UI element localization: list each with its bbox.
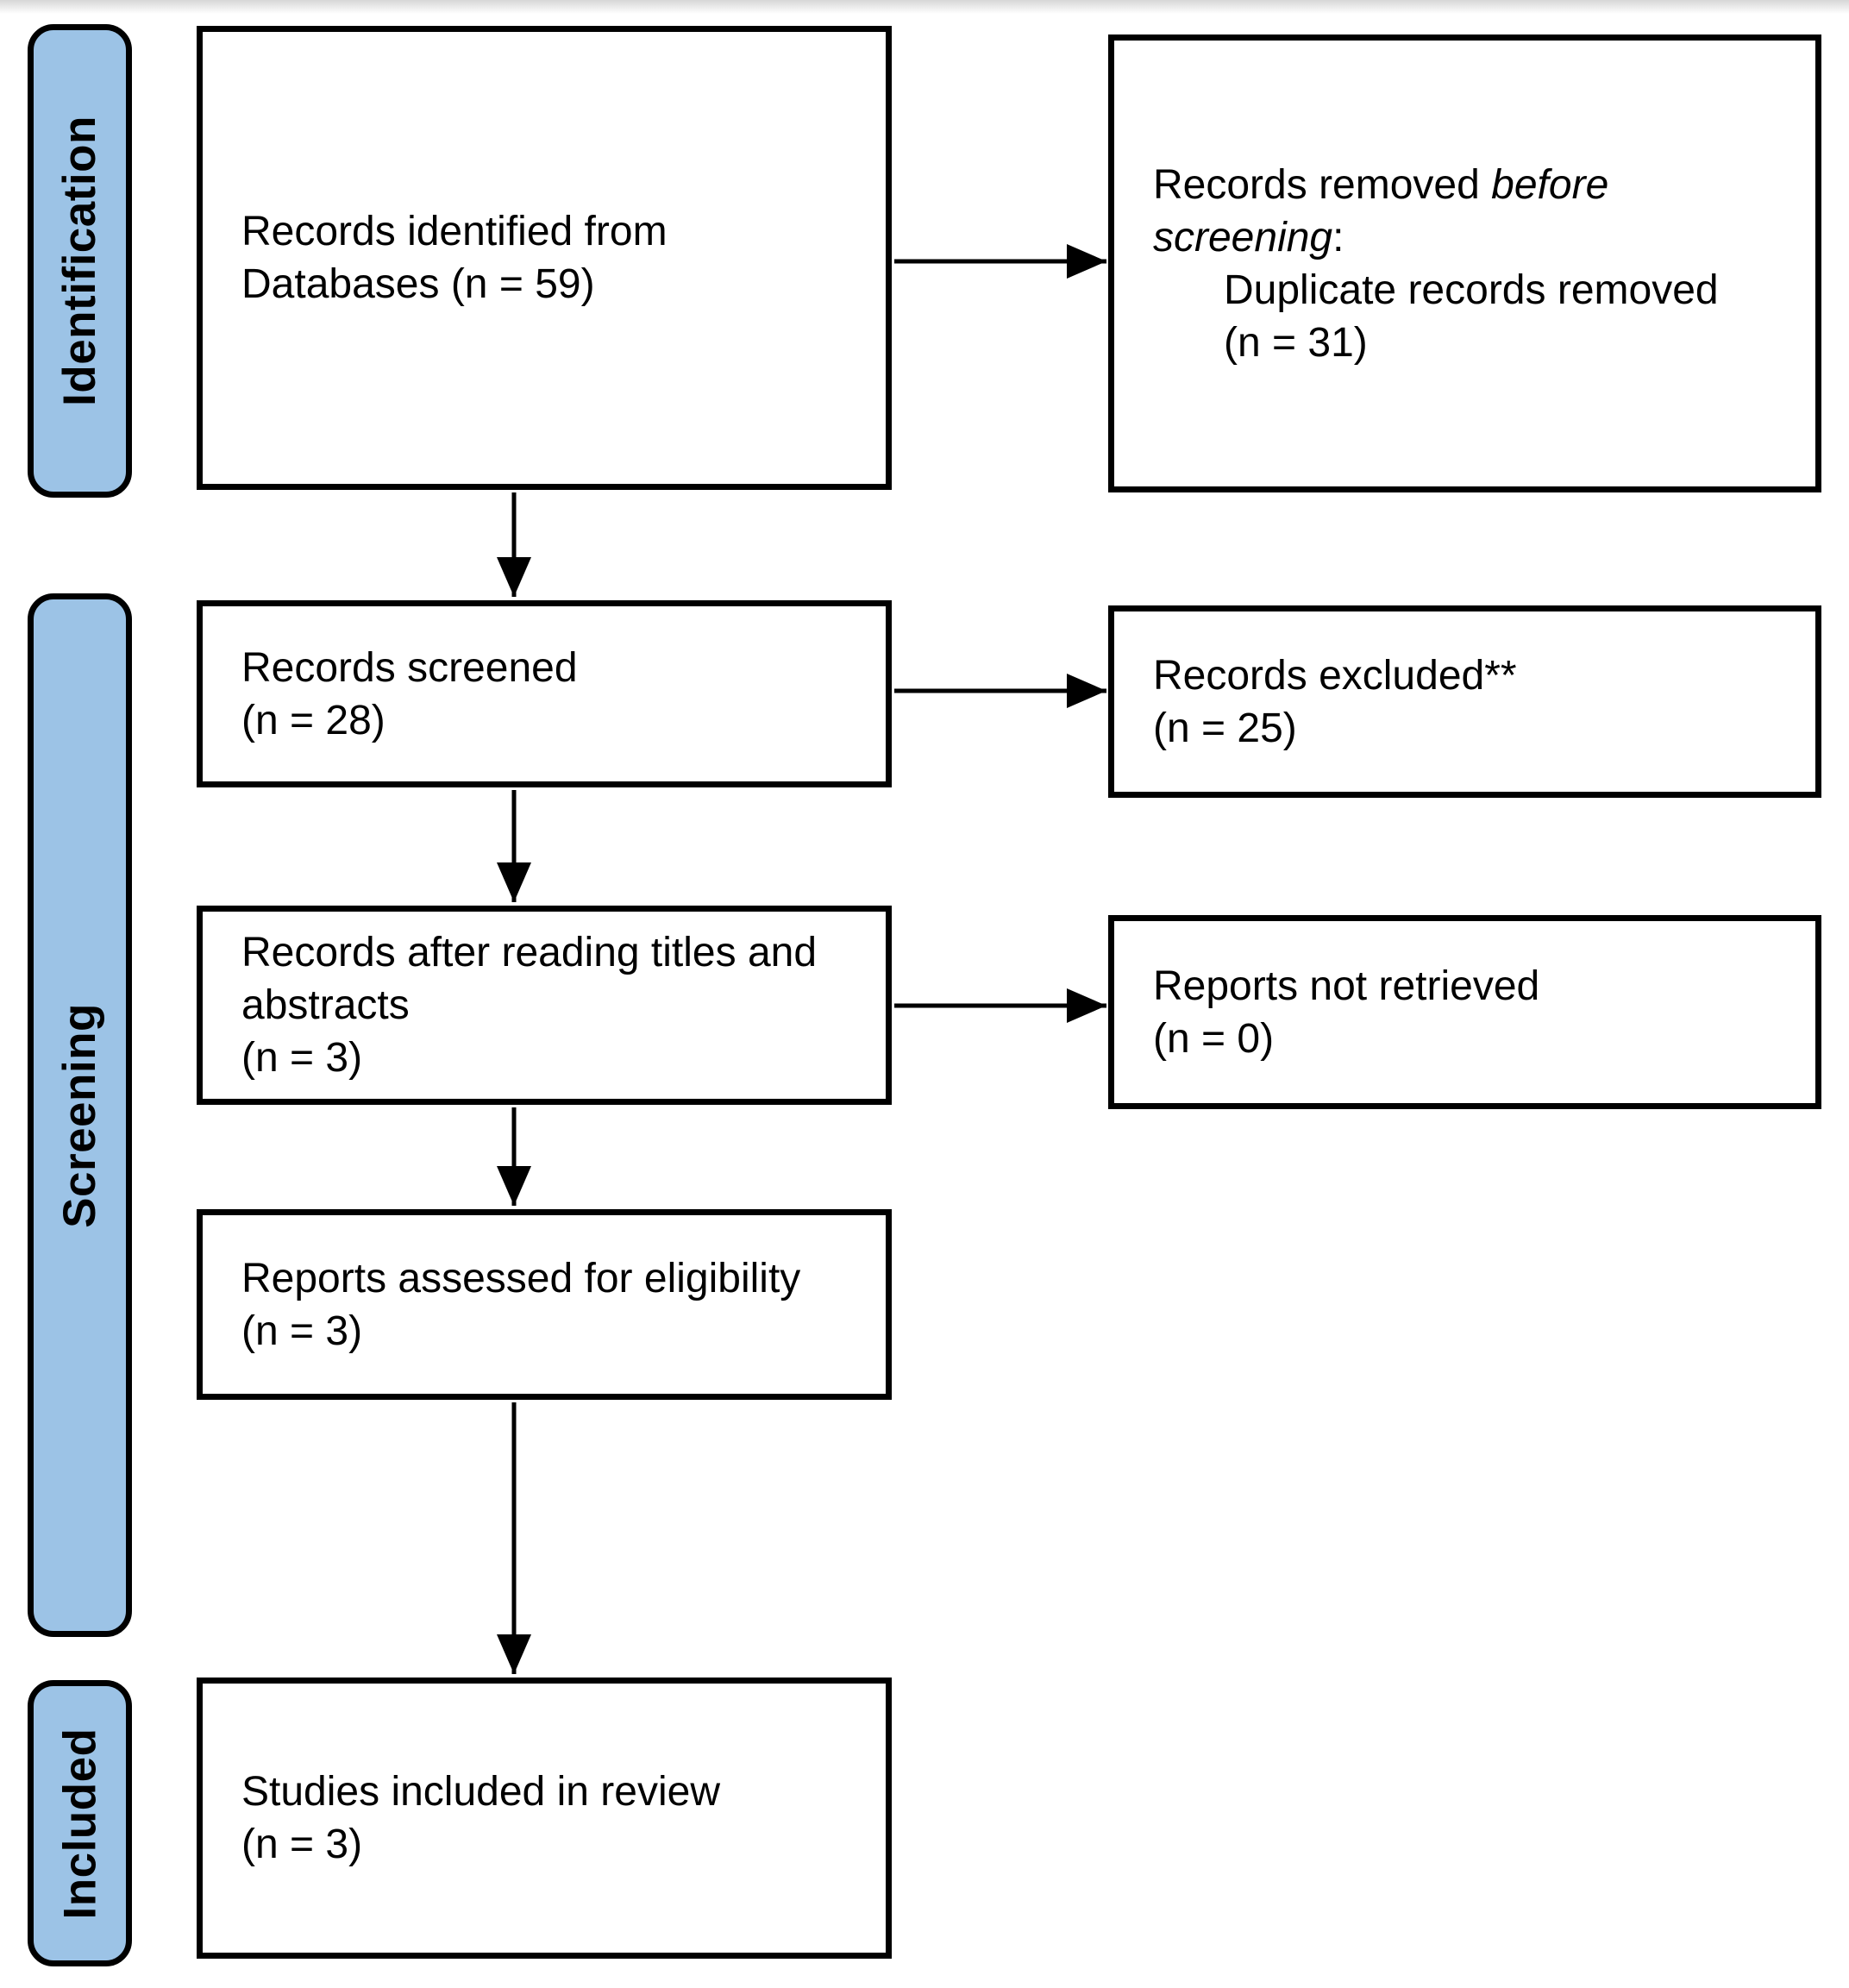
box-records-excluded: Records excluded** (n = 25) (1108, 605, 1821, 798)
box-text-line: Reports not retrieved (1153, 963, 1540, 1009)
box-text-segment: Records removed (1153, 161, 1492, 208)
box-studies-included: Studies included in review (n = 3) (197, 1678, 892, 1959)
box-text-line: (n = 3) (241, 1035, 363, 1081)
box-text-line: (n = 3) (241, 1308, 363, 1354)
stage-label: Included (54, 1728, 105, 1919)
stage-identification: Identification (28, 24, 132, 498)
box-records-identified: Records identified from Databases (n = 5… (197, 26, 892, 490)
box-records-after-reading: Records after reading titles and abstrac… (197, 906, 892, 1105)
box-text-line: (n = 3) (241, 1822, 363, 1867)
box-text-line: (n = 31) (1224, 319, 1368, 366)
box-text-line: abstracts (241, 982, 410, 1028)
box-text-line: Duplicate records removed (1224, 267, 1719, 313)
box-text-line: Reports assessed for eligibility (241, 1255, 801, 1301)
box-text-line: Records after reading titles and (241, 930, 818, 975)
stage-screening: Screening (28, 593, 132, 1637)
box-reports-not-retrieved: Reports not retrieved (n = 0) (1108, 915, 1821, 1109)
box-text-line: Studies included in review (241, 1769, 720, 1815)
stage-label: Identification (54, 116, 105, 406)
box-text-line: Records removed before (1153, 159, 1805, 211)
box-text-line: (n = 25) (1153, 705, 1297, 751)
box-text-segment-italic: screening (1153, 214, 1333, 260)
box-text-line: (n = 28) (241, 697, 385, 743)
page-top-edge (0, 0, 1849, 14)
box-text-line: (n = 0) (1153, 1015, 1275, 1062)
box-records-screened: Records screened (n = 28) (197, 600, 892, 787)
stage-label: Screening (54, 1002, 106, 1228)
box-text-line: screening: (1153, 211, 1805, 264)
box-text-line: Records identified from (241, 209, 668, 254)
box-reports-assessed: Reports assessed for eligibility (n = 3) (197, 1209, 892, 1400)
box-records-removed-before-screening: Records removed before screening: Duplic… (1108, 34, 1821, 492)
box-text-line: Records screened (241, 644, 578, 691)
box-text-line: Records excluded** (1153, 652, 1517, 699)
box-text-segment-italic: before (1491, 161, 1609, 208)
box-text-line: Databases (n = 59) (241, 261, 595, 307)
box-text-segment: : (1332, 214, 1344, 260)
stage-included: Included (28, 1680, 132, 1966)
